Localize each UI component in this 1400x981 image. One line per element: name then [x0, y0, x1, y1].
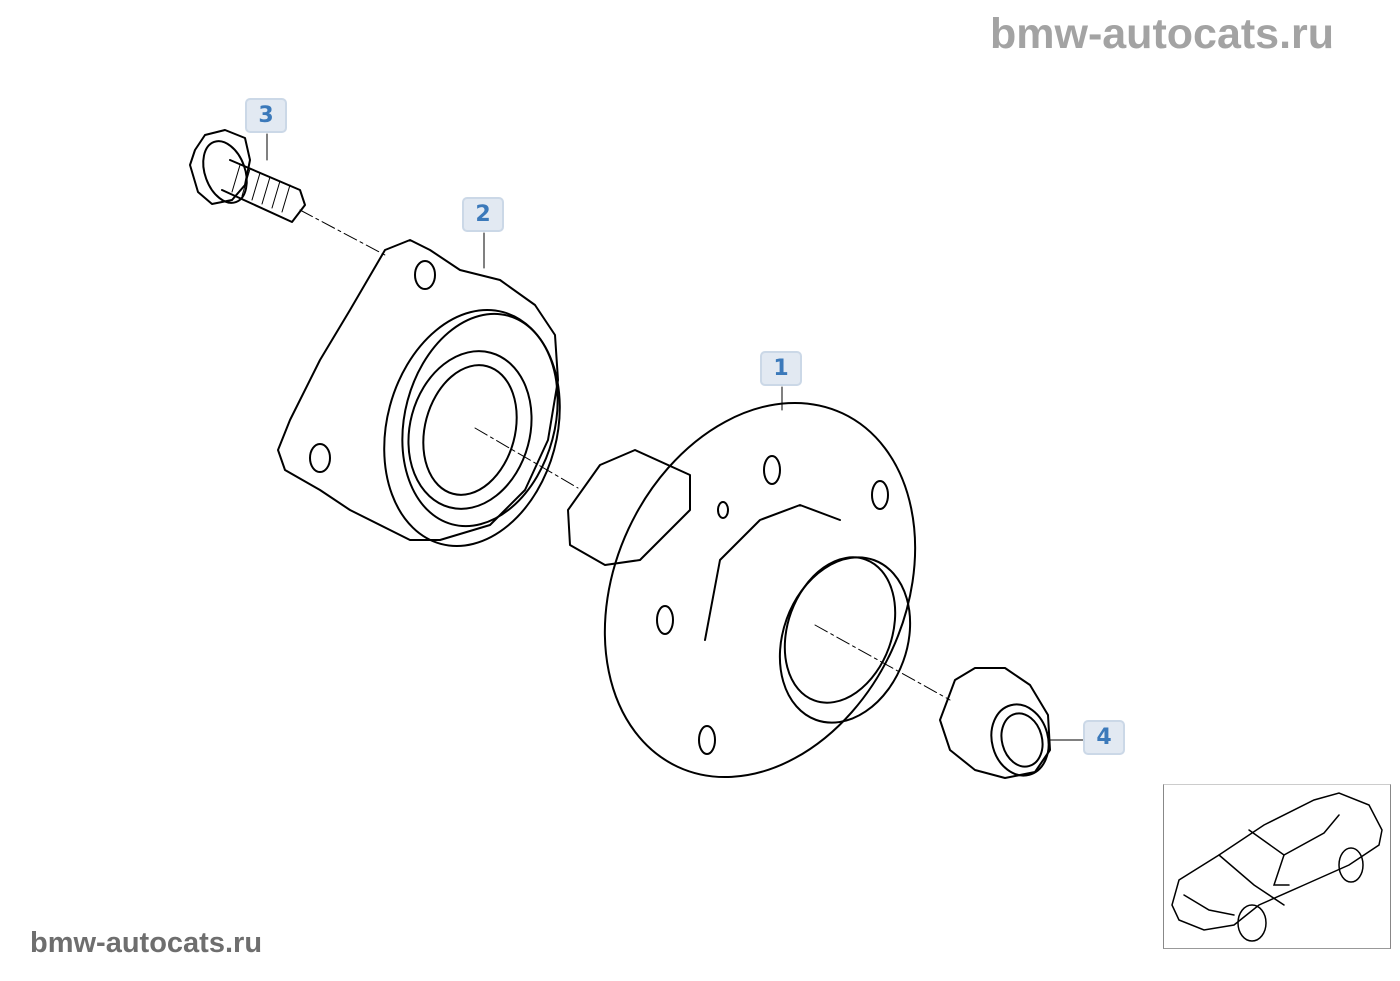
callout-1[interactable]: 1 — [760, 351, 802, 386]
leader-lines — [266, 133, 1084, 741]
callout-4[interactable]: 4 — [1083, 720, 1125, 755]
watermark-top: bmw-autocats.ru — [990, 10, 1335, 58]
vehicle-thumbnail — [1163, 784, 1391, 949]
watermark-bottom: bmw-autocats.ru — [30, 927, 263, 959]
car-icon — [1171, 792, 1383, 942]
callout-2[interactable]: 2 — [462, 197, 504, 232]
hub-part-1 — [567, 401, 917, 779]
callout-3[interactable]: 3 — [245, 98, 287, 133]
bolt-part-3 — [189, 129, 306, 223]
nut-part-4 — [939, 667, 1051, 779]
bearing-part-2 — [277, 239, 561, 547]
